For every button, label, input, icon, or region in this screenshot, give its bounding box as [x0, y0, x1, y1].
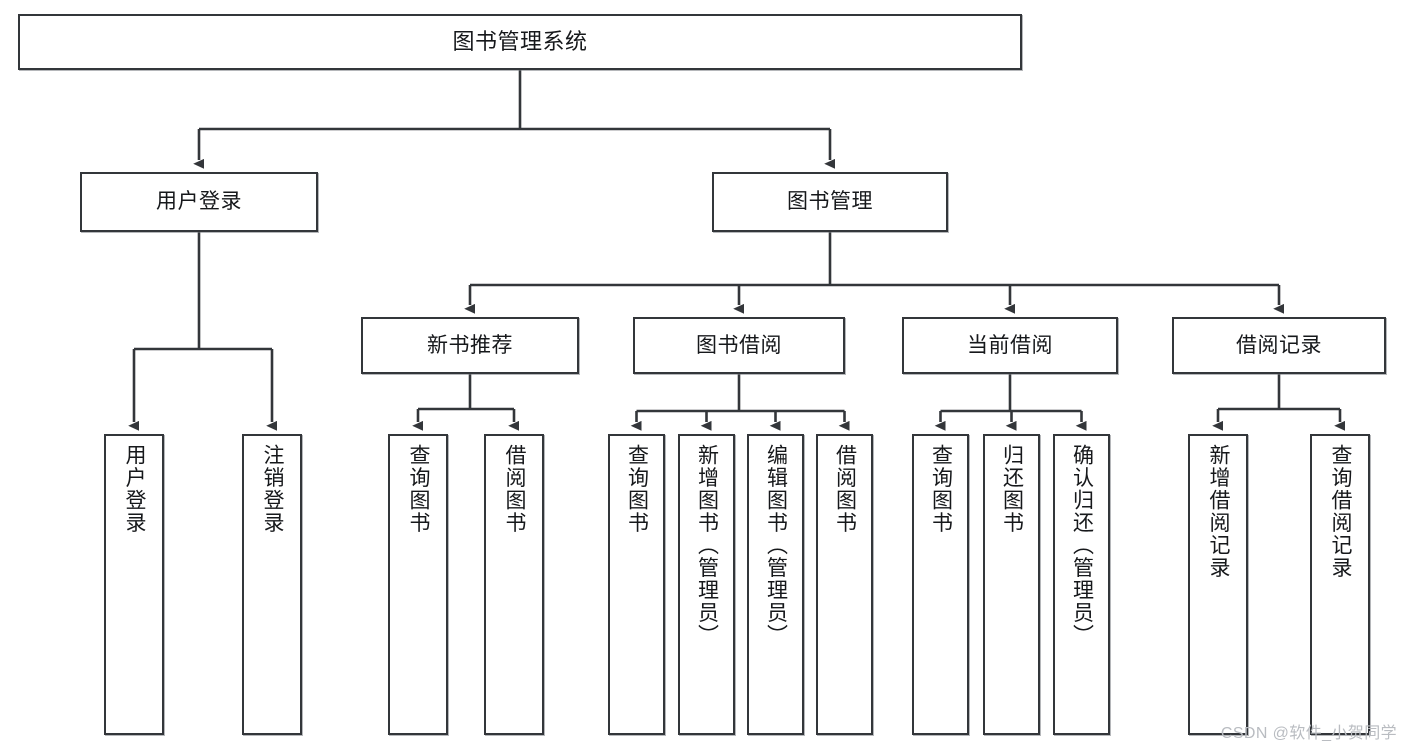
tree-node[interactable]: 新书推荐 [361, 317, 579, 374]
node-label: 借阅图书 [833, 444, 857, 534]
tree-node[interactable]: 查询图书 [912, 434, 969, 735]
tree-node[interactable]: 借阅记录 [1172, 317, 1386, 374]
tree-node[interactable]: 归还图书 [983, 434, 1040, 735]
csdn-watermark: CSDN @软件_小贺同学 [1220, 725, 1397, 742]
tree-node[interactable]: 新增借阅记录 [1188, 434, 1248, 735]
tree-node[interactable]: 查询借阅记录 [1310, 434, 1370, 735]
tree-node[interactable]: 借阅图书 [484, 434, 544, 735]
node-label: 查询图书 [625, 444, 649, 534]
node-label: 图书管理系统 [452, 29, 588, 55]
root-node[interactable]: 图书管理系统 [18, 14, 1022, 70]
tree-node[interactable]: 注销登录 [242, 434, 302, 735]
tree-node[interactable]: 借阅图书 [816, 434, 873, 735]
tree-node[interactable]: 编辑图书（管理员） [747, 434, 804, 735]
tree-node[interactable]: 用户登录 [104, 434, 164, 735]
node-label: 查询图书 [929, 444, 953, 534]
node-label: 查询图书 [407, 444, 431, 534]
tree-node[interactable]: 新增图书（管理员） [678, 434, 735, 735]
node-label: 当前借阅 [967, 333, 1053, 357]
node-label: 归还图书 [1000, 444, 1024, 534]
node-label: 新增图书（管理员） [695, 444, 719, 647]
tree-node[interactable]: 图书管理 [712, 172, 948, 232]
node-label: 编辑图书（管理员） [764, 444, 788, 647]
node-label: 用户登录 [156, 190, 242, 214]
tree-node[interactable]: 确认归还（管理员） [1053, 434, 1110, 735]
node-label: 用户登录 [123, 444, 147, 534]
node-label: 借阅记录 [1236, 333, 1322, 357]
tree-node[interactable]: 查询图书 [608, 434, 665, 735]
tree-node[interactable]: 查询图书 [388, 434, 448, 735]
node-label: 新书推荐 [427, 333, 513, 357]
tree-node[interactable]: 用户登录 [80, 172, 318, 232]
node-label: 图书借阅 [696, 333, 782, 357]
node-label: 借阅图书 [503, 444, 527, 534]
node-label: 新增借阅记录 [1207, 444, 1231, 579]
tree-node[interactable]: 图书借阅 [633, 317, 845, 374]
node-label: 图书管理 [787, 190, 873, 214]
node-label: 注销登录 [261, 444, 285, 534]
node-label: 确认归还（管理员） [1070, 444, 1094, 647]
node-label: 查询借阅记录 [1329, 444, 1353, 579]
tree-node[interactable]: 当前借阅 [902, 317, 1118, 374]
